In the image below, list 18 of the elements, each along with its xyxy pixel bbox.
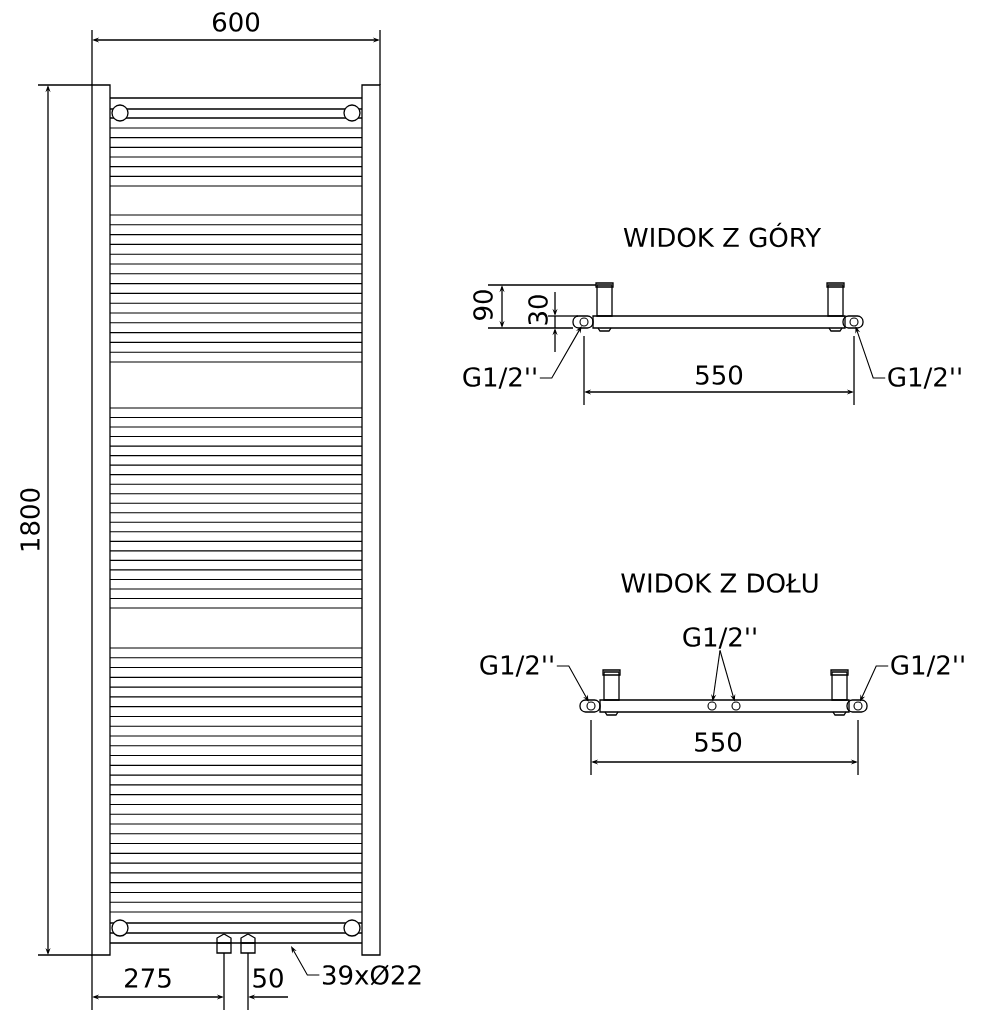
- view-title: WIDOK Z GÓRY: [623, 222, 822, 248]
- dimension-label: 90: [473, 290, 493, 320]
- dimension-label: 550: [696, 365, 743, 385]
- dimension-label: 275: [125, 968, 171, 988]
- callout-text: G1/2'': [683, 627, 756, 649]
- dimension-label: 600: [213, 12, 260, 32]
- dimension-label: 30: [528, 295, 548, 325]
- callout-text: G1/2'': [891, 655, 964, 677]
- dimension-label: 1800: [20, 488, 40, 551]
- leader-line: [291, 946, 320, 976]
- leader-line: [556, 665, 589, 702]
- dimension-label: 550: [695, 732, 742, 752]
- view-title: WIDOK Z DOŁU: [621, 573, 818, 593]
- dimension-label: 50: [253, 968, 283, 988]
- callout-text: G1/2'': [888, 367, 961, 389]
- callout-text: G1/2'': [480, 655, 553, 677]
- callout-text: G1/2'': [463, 367, 536, 389]
- callout-text: 39xØ22: [322, 964, 421, 986]
